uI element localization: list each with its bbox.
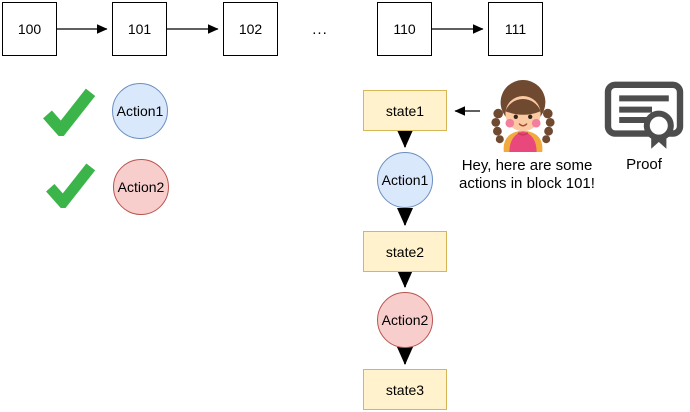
trace-action2-circle: Action2 xyxy=(377,292,433,348)
girl-icon xyxy=(491,80,555,152)
verified-action1-circle: Action1 xyxy=(112,83,168,139)
trace-state1-box: state1 xyxy=(363,90,447,131)
block-110: 110 xyxy=(377,2,432,56)
trace-state3-box: state3 xyxy=(363,369,447,410)
block-100: 100 xyxy=(2,2,57,56)
speech-text-line2: actions in block 101! xyxy=(459,175,595,192)
speech-text-line1: Hey, here are some xyxy=(461,157,593,174)
trace-action1-circle: Action1 xyxy=(377,152,433,208)
block-111: 111 xyxy=(488,2,543,56)
certificate-icon xyxy=(604,81,684,149)
check-icon xyxy=(46,163,96,208)
speech-text: Hey, here are some actions in block 101! xyxy=(448,157,606,193)
verified-action2-circle: Action2 xyxy=(113,159,169,215)
trace-state2-box: state2 xyxy=(363,231,447,272)
block-101: 101 xyxy=(112,2,167,56)
proof-label: Proof xyxy=(626,156,662,173)
block-102: 102 xyxy=(223,2,278,56)
ellipsis-dots: ... xyxy=(312,20,328,38)
check-icon xyxy=(43,88,96,136)
